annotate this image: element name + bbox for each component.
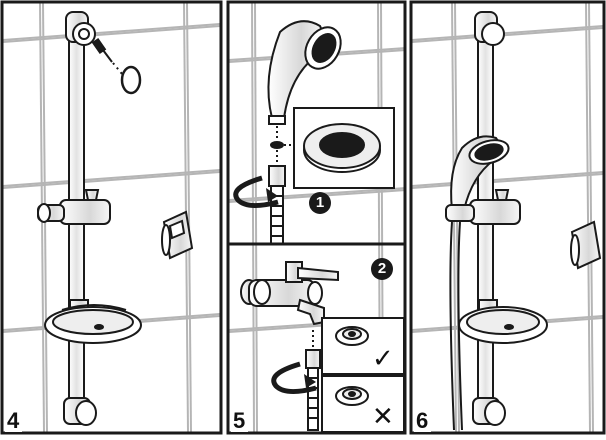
- panel-4: [2, 2, 221, 433]
- panel-6: [411, 2, 604, 433]
- sliding-holder: [37, 189, 111, 225]
- hose-washer: [270, 141, 284, 149]
- soap-dish-installed: [458, 299, 548, 344]
- top-wall-bracket: [65, 11, 96, 46]
- screw: [91, 37, 113, 63]
- bottom-wall-bracket: [63, 397, 97, 426]
- panel-5-number: 5: [231, 410, 249, 432]
- step-badge-2: 2: [371, 258, 393, 280]
- panel-4-number: 4: [5, 410, 23, 432]
- hand-shower-installed: [450, 135, 510, 211]
- soap-dish: [44, 299, 142, 344]
- sliding-holder-installed: [445, 189, 521, 225]
- rotation-arrow-bottom: [271, 361, 317, 394]
- step-badge-1: 1: [309, 192, 331, 214]
- hose-installed: [449, 221, 463, 431]
- correct-fit-inset: [321, 317, 405, 375]
- panel-6-number: 6: [414, 410, 432, 432]
- tile-grid-panel-6: [411, 2, 604, 433]
- cross-mark: ✕: [372, 401, 394, 431]
- hand-shower: [267, 20, 342, 125]
- check-mark: ✓: [372, 343, 394, 373]
- rotation-arrow-top: [233, 175, 279, 208]
- bottom-wall-bracket-installed: [472, 397, 506, 426]
- washer-detail-inset: [293, 107, 395, 189]
- top-wall-bracket-installed: [474, 11, 505, 46]
- wall-hook-holder: [161, 210, 194, 260]
- screw-cover-cap: [120, 65, 142, 95]
- wall-hook-holder-installed: [570, 220, 602, 270]
- panel-5: [228, 2, 407, 433]
- bath-mixer: [240, 261, 339, 326]
